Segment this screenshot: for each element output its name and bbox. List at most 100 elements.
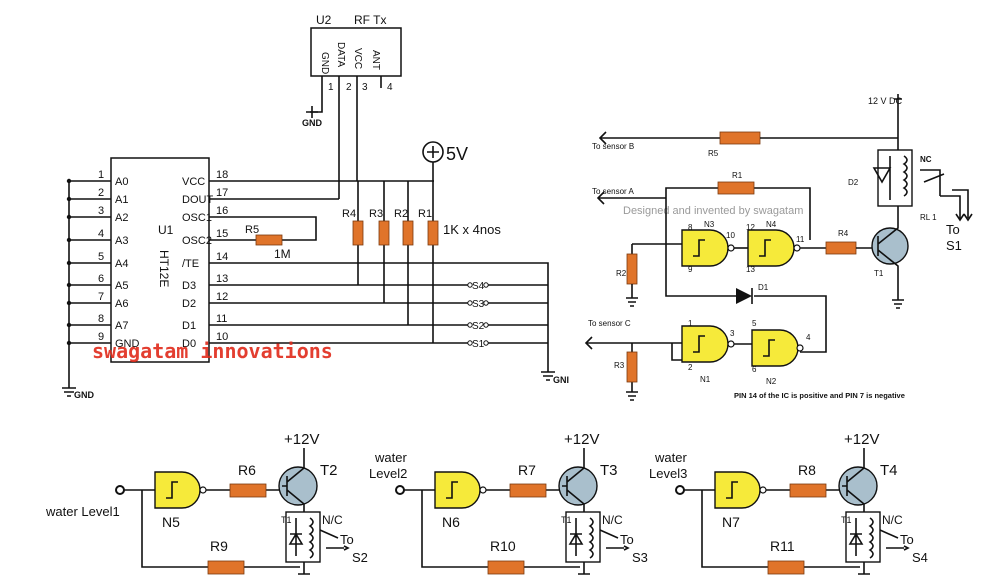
coil-label: T1 [561, 515, 572, 525]
pin-5: 5 [752, 319, 757, 328]
ground-symbol-u2 [306, 106, 318, 118]
rl1-label: RL 1 [920, 213, 937, 222]
ic-right-pin-number: 16 [216, 205, 228, 217]
switch-label: S3 [632, 550, 648, 565]
ground-symbol [626, 284, 638, 307]
input-label-line1: water [654, 450, 687, 465]
switch-s2-label: S2 [472, 321, 485, 332]
to-s1-label: To [946, 222, 960, 237]
transistor-label: T2 [320, 462, 338, 479]
relay-coil [902, 155, 908, 197]
nc-label: N/C [322, 513, 343, 527]
ic-right-pin-number: 12 [216, 291, 228, 303]
ic-left-pin-number: 9 [98, 331, 104, 343]
schmitt-icon [763, 339, 775, 357]
gate-n1 [681, 325, 729, 363]
u2-pin-data: DATA [335, 42, 346, 68]
te-wire [236, 262, 549, 372]
gate-n4 [747, 229, 795, 267]
to-sensor-c-label: To sensor C [588, 319, 631, 328]
input-label-line2: Level3 [649, 466, 687, 481]
to-label: To [620, 532, 634, 547]
pullup-resistor-bank: R4 R3 R2 R1 1K x 4nos [342, 181, 501, 343]
input-terminal[interactable] [675, 485, 685, 495]
r3-ground-wire [626, 343, 638, 401]
ic-pin-note: PIN 14 of the IC is positive and PIN 7 i… [734, 391, 905, 400]
gate-label: N7 [722, 514, 740, 530]
relay-contacts [578, 529, 624, 575]
r5-value: 1M [274, 247, 291, 261]
n4-label: N4 [766, 220, 777, 229]
gate-n3 [681, 229, 729, 267]
arrow-down-icon [955, 213, 973, 222]
relay-box [565, 511, 601, 563]
n3-input-wire [631, 198, 682, 254]
nc-label: NC [920, 155, 932, 164]
transistor [278, 466, 318, 506]
ic-name: HT12E [157, 250, 171, 287]
input-label: water Level1 [45, 504, 120, 519]
relay-coil [308, 517, 314, 559]
ic-right-pin-name: D0 [182, 338, 196, 350]
relay-coil [588, 517, 594, 559]
n2-label: N2 [766, 377, 777, 386]
arrow-right-icon [343, 545, 350, 551]
u2-pin-vcc: VCC [352, 48, 363, 69]
watermark-text: swagatam innovations [92, 339, 333, 363]
flyback-diode [848, 518, 864, 556]
r1-feedback-wire [665, 187, 811, 240]
ic-left-pin-name: A5 [115, 280, 128, 292]
gnd-right-label: GNI [553, 375, 569, 385]
ic-right-pin-number: 18 [216, 169, 228, 181]
series-resistor [509, 483, 547, 498]
u2-pin-num-1: 1 [328, 82, 334, 93]
rf-transmitter-section: U2 RF Tx GND DATA VCC ANT 1 2 3 4 GND [302, 13, 402, 199]
ic-right-pin-name: VCC [182, 176, 205, 188]
switch-label: S2 [352, 550, 368, 565]
ic-left-pin-number: 1 [98, 169, 104, 181]
relay-contacts [298, 529, 344, 575]
to-label: To [340, 532, 354, 547]
feedback-resistor [767, 560, 805, 575]
schmitt-icon [693, 239, 705, 257]
relay-coil [868, 517, 874, 559]
ground-symbol-left [62, 387, 76, 397]
sensor-b-right-wire [760, 104, 899, 150]
input-terminal[interactable] [395, 485, 405, 495]
coil-label: T1 [281, 515, 292, 525]
ic-left-pin-name: A6 [115, 298, 128, 310]
pin-9: 9 [688, 265, 693, 274]
r4-label: R4 [342, 208, 356, 220]
schmitt-icon [759, 239, 771, 257]
supply-12v-label: 12 V DC [868, 96, 903, 106]
relay-box [285, 511, 321, 563]
d1-wire [665, 244, 827, 353]
resistor-note: 1K x 4nos [443, 222, 501, 237]
coil-label: T1 [841, 515, 852, 525]
transistor-t1 [871, 227, 909, 265]
ic-right-pin-name: OSC2 [182, 235, 212, 247]
ic-left-pin-number: 8 [98, 313, 104, 325]
diode-d2 [872, 156, 892, 200]
t1-label: T1 [874, 269, 884, 278]
r3-label: R3 [369, 208, 383, 220]
osc1-wire [236, 216, 317, 241]
ic-left-pin-name: A0 [115, 176, 128, 188]
relay-contacts [920, 169, 969, 220]
feedback-resistor [487, 560, 525, 575]
credit-text: Designed and invented by swagatam [623, 205, 803, 217]
input-terminal[interactable] [115, 485, 125, 495]
to-sensor-a-label: To sensor A [592, 187, 634, 196]
schmitt-icon [446, 481, 458, 499]
pin-13: 13 [746, 265, 755, 274]
relay-contacts [858, 529, 904, 575]
arrow-right-icon [623, 545, 630, 551]
nc-label: N/C [882, 513, 903, 527]
feedback-resistor-label: R9 [210, 538, 228, 554]
r2-sensor-label: R2 [616, 269, 627, 278]
pin-12: 12 [746, 223, 755, 232]
